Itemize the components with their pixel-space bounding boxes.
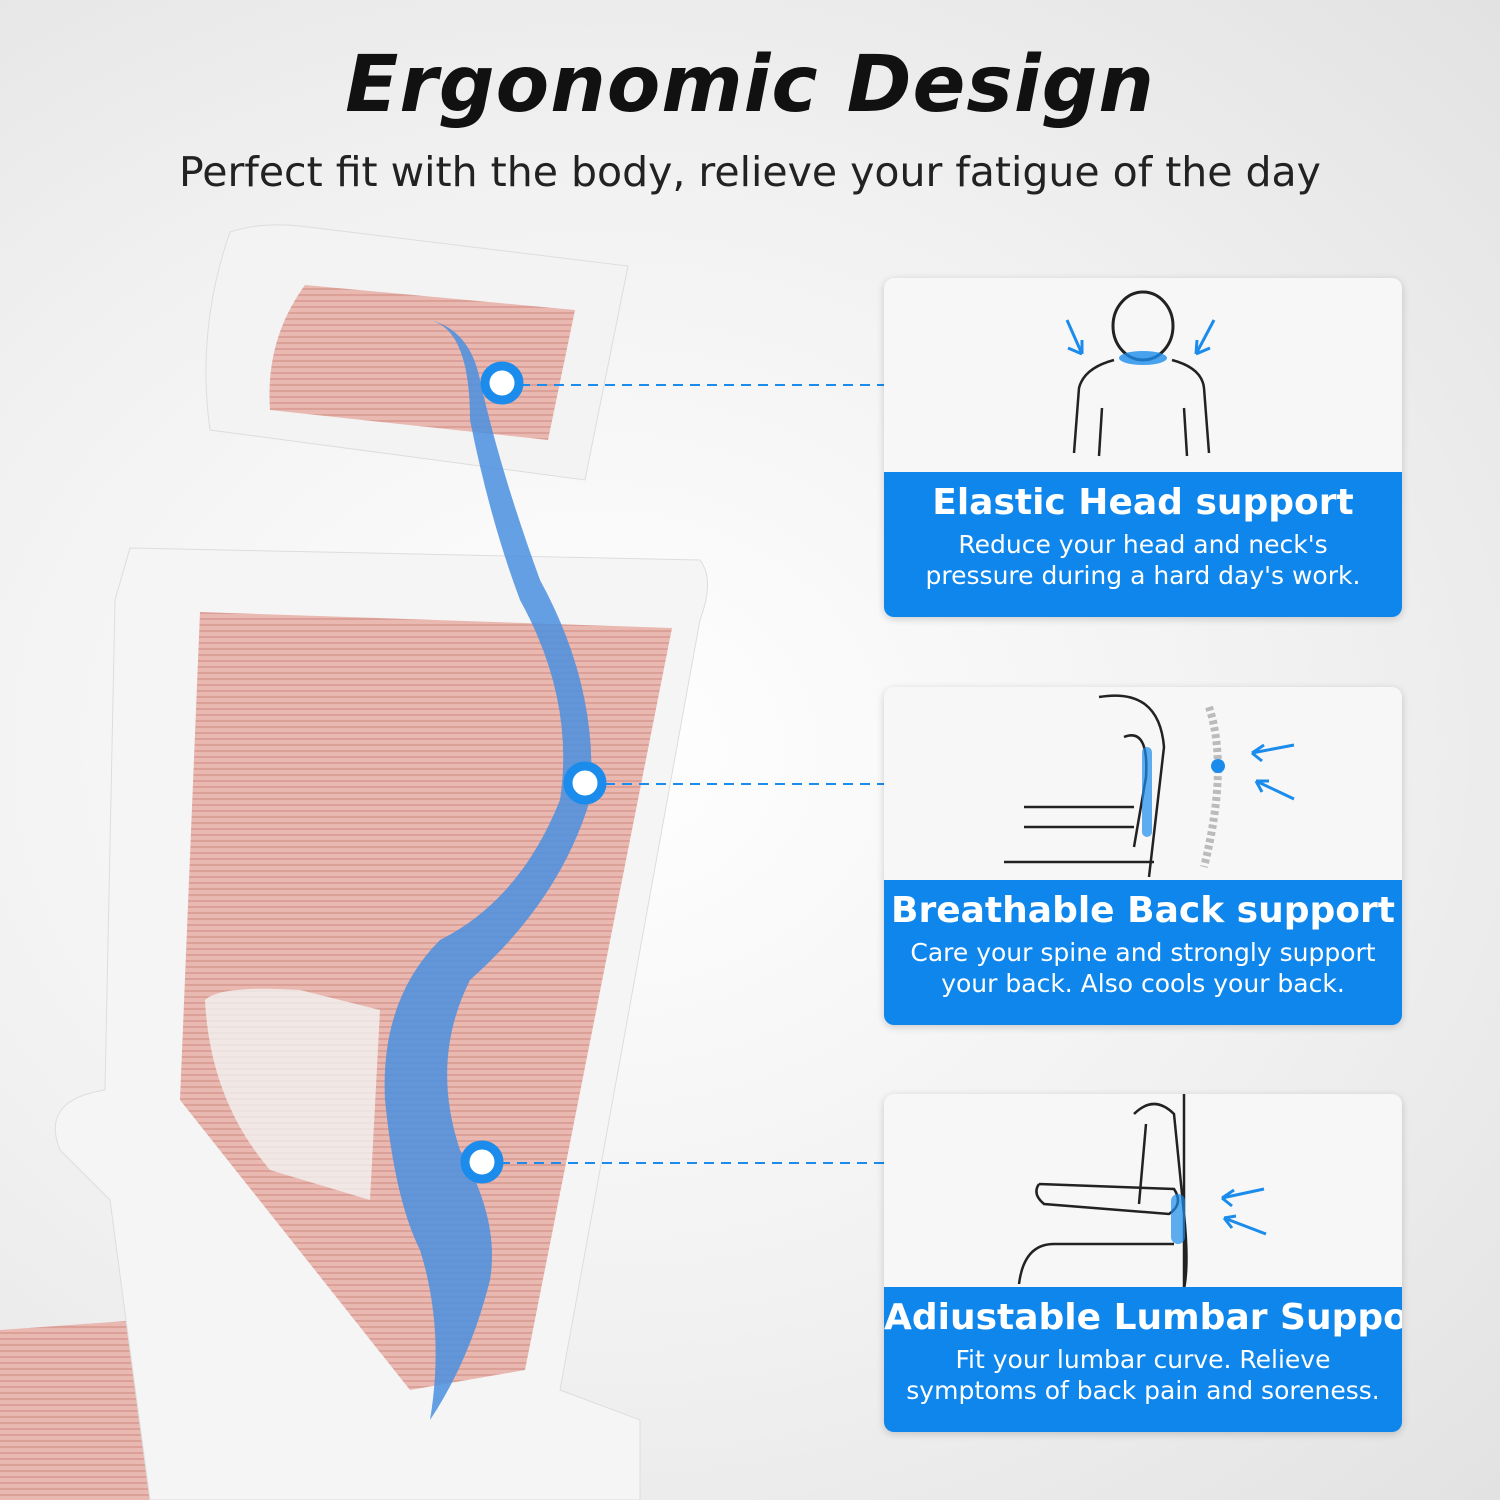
page-subtitle: Perfect fit with the body, relieve your … — [179, 148, 1321, 196]
feature-card-lumbar: Adiustable Lumbar Support Fit your lumba… — [884, 1094, 1402, 1432]
card-title: Breathable Back support — [891, 890, 1395, 931]
card-title: Elastic Head support — [932, 482, 1354, 523]
card-title: Adiustable Lumbar Support — [884, 1297, 1402, 1338]
marker-dot-head — [480, 361, 524, 405]
head-neck-icon — [1065, 290, 1216, 457]
feature-card-head: Elastic Head support Reduce your head an… — [884, 278, 1402, 617]
lumbar-support-icon — [1017, 1094, 1267, 1289]
marker-dot-lumbar — [460, 1140, 504, 1184]
feature-card-back: Breathable Back support Care your spine … — [884, 687, 1402, 1025]
marker-dot-back — [563, 761, 607, 805]
spine-graphic — [384, 320, 592, 1420]
back-support-icon — [1004, 694, 1295, 878]
page-title: Ergonomic Design — [345, 40, 1155, 130]
lumbar-pad — [205, 988, 380, 1200]
